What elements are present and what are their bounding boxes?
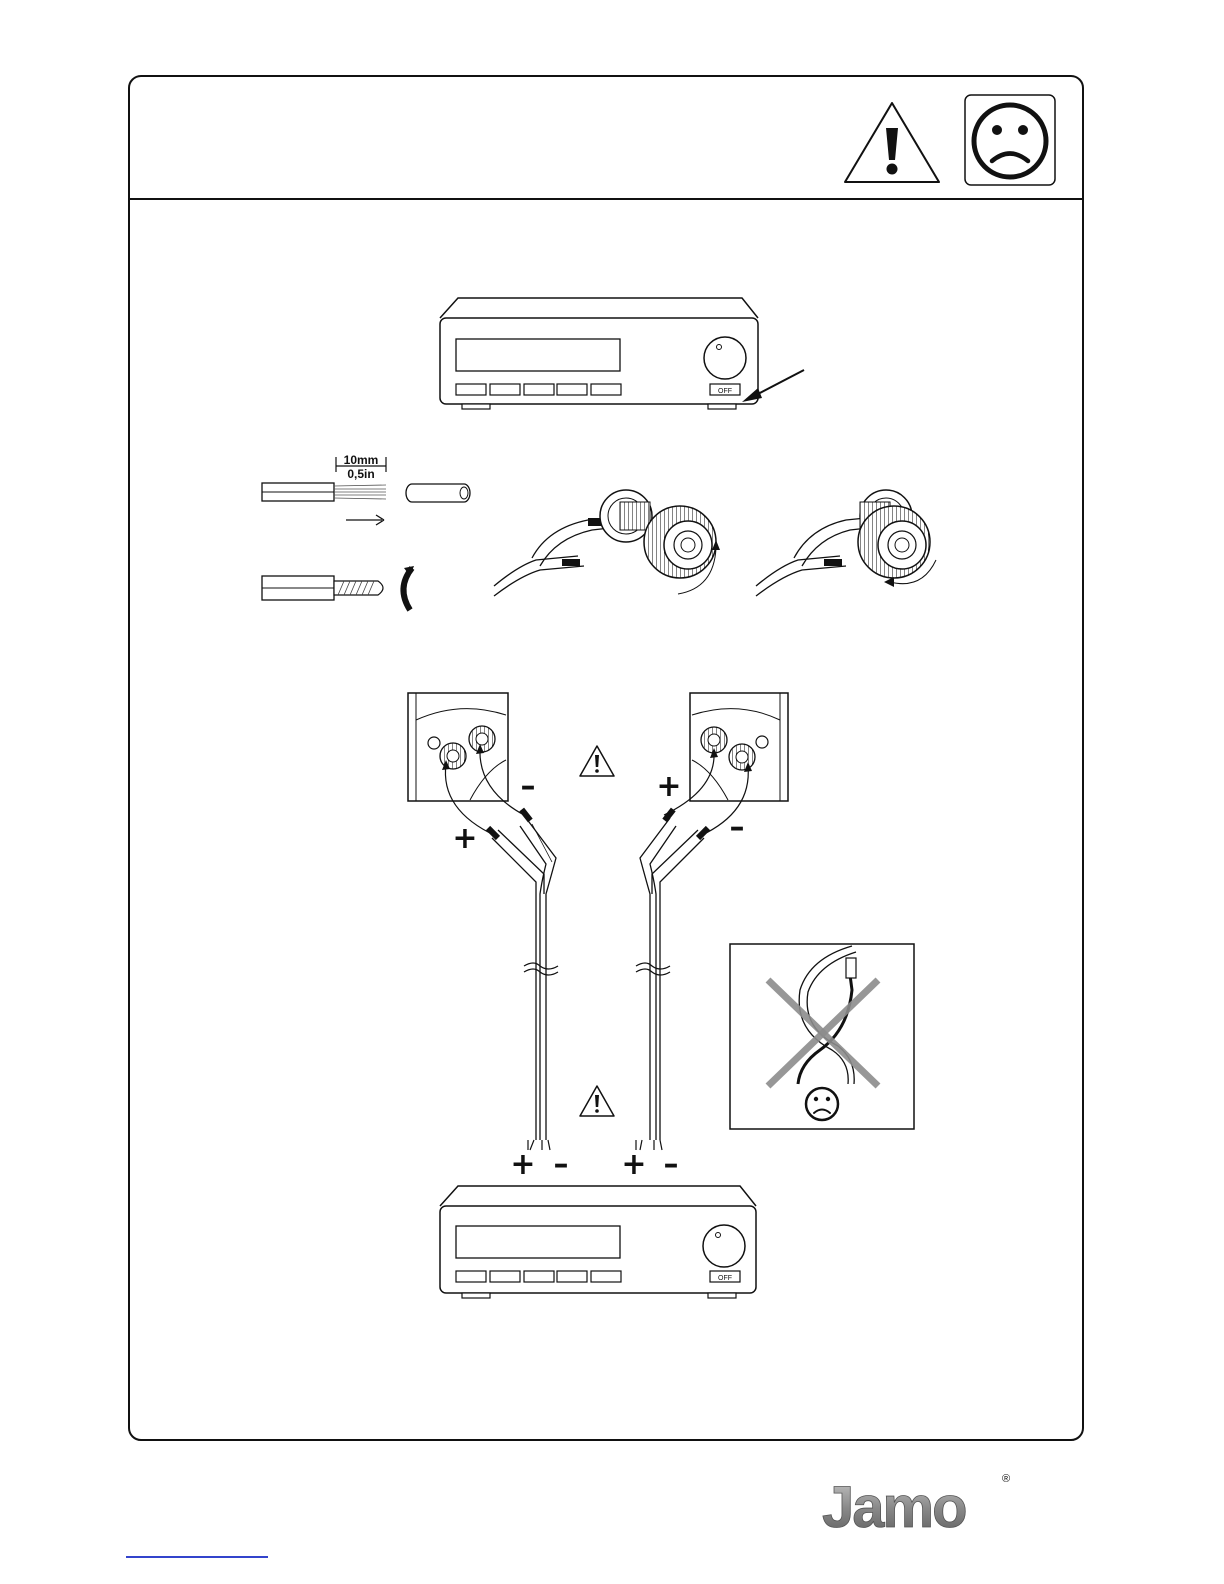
right-speaker-minus: –: [730, 810, 745, 845]
volume-knob: [703, 1225, 745, 1267]
footer-link-underline[interactable]: [126, 1556, 268, 1558]
amplifier-bottom: OFF: [440, 1186, 756, 1298]
left-speaker-terminals: [408, 693, 524, 836]
warning-triangle-icon: [845, 103, 939, 182]
amp-left-plus: +: [510, 1147, 535, 1182]
wire-twist-diagram: [262, 566, 414, 610]
binding-post-loosen: [494, 490, 720, 596]
strip-length-in: 0,5in: [347, 467, 374, 481]
left-speaker-cable: [492, 818, 556, 1150]
amp-right-minus: –: [664, 1147, 679, 1182]
volume-knob: [704, 337, 746, 379]
amp-left-minus: –: [554, 1147, 569, 1182]
binding-post-tighten: [756, 490, 936, 596]
warning-triangle-icon: [580, 1086, 614, 1116]
wire-strip-diagram: 10mm 0,5in: [262, 453, 470, 525]
off-label: OFF: [718, 1275, 732, 1282]
twist-arrow-icon: [403, 566, 414, 610]
jamo-logo: Jamo ®: [822, 1473, 1010, 1540]
crossed-wires-forbidden-icon: [730, 944, 914, 1129]
warning-triangle-icon: [580, 746, 614, 776]
left-speaker-plus: +: [452, 821, 477, 856]
amplifier-top: OFF: [440, 298, 758, 409]
right-speaker-terminals: [664, 693, 788, 836]
sad-face-icon: [965, 95, 1055, 185]
cable-break-right: [636, 963, 670, 975]
strip-length-mm: 10mm: [344, 453, 379, 467]
off-label: OFF: [718, 388, 732, 395]
amp-right-plus: +: [621, 1147, 646, 1182]
cable-break-left: [524, 963, 558, 975]
right-speaker-plus: +: [656, 769, 681, 804]
registered-mark: ®: [1002, 1473, 1010, 1485]
left-speaker-minus: –: [521, 769, 536, 804]
right-speaker-cable: [636, 818, 704, 1150]
logo-text: Jamo: [822, 1475, 966, 1540]
